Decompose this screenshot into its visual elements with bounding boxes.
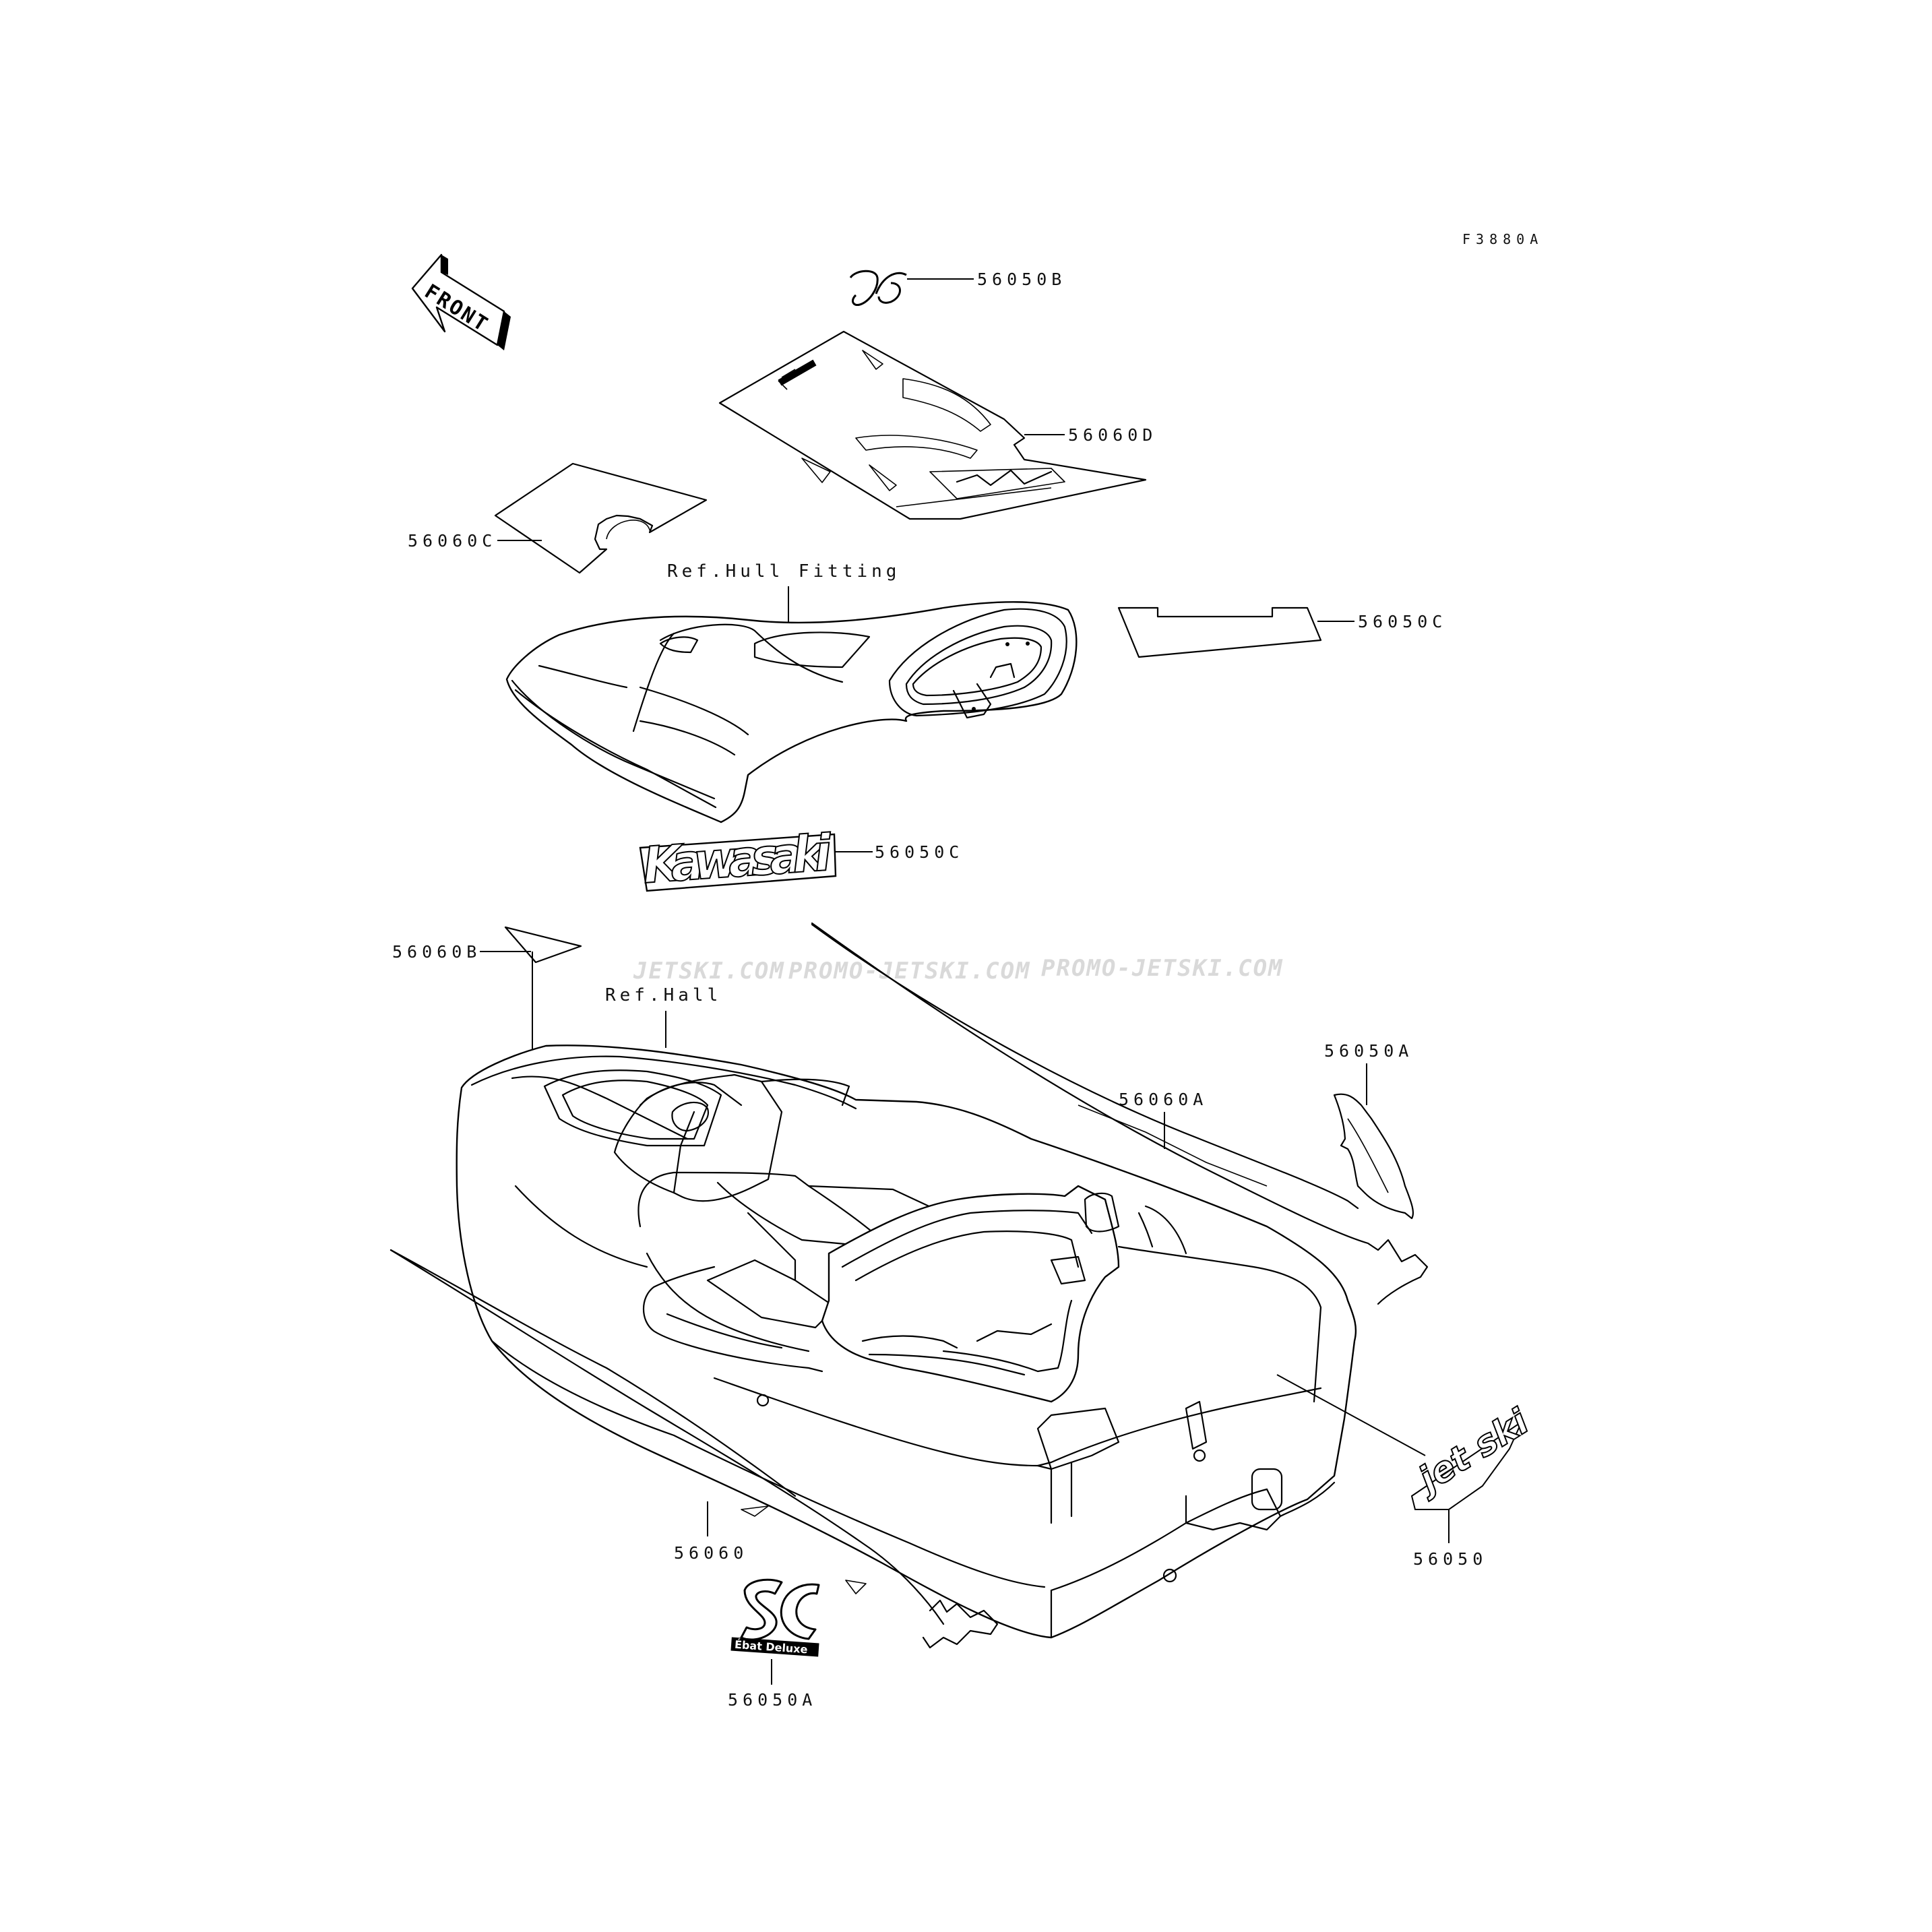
part-label-56050B[interactable]: 56050B (977, 270, 1066, 289)
part-label-56050A-upper[interactable]: 56050A (1324, 1041, 1413, 1061)
front-arrow-icon: FRONT (411, 253, 511, 350)
hull-body (456, 1045, 1357, 1639)
lid-decal-56060C[interactable] (494, 462, 708, 574)
part-label-56060D[interactable]: 56060D (1068, 425, 1157, 445)
part-label-56050A-lower[interactable]: 56050A (728, 1690, 817, 1710)
figure-code: F3880A (1462, 231, 1543, 247)
ds-emblem-decal[interactable]: DS (849, 270, 907, 307)
watermark-2: PROMO-JETSKI.COM (788, 958, 1031, 985)
side-stripe-56060[interactable] (389, 1249, 999, 1649)
part-label-56060[interactable]: 56060 (674, 1543, 748, 1563)
kawasaki-logo-text: Kawasaki (641, 824, 834, 895)
small-decal-56050A[interactable] (1333, 1093, 1414, 1220)
side-stripe-56060A[interactable] (811, 922, 1429, 1305)
kawasaki-logo-decal[interactable]: Kawasaki (639, 823, 837, 896)
part-label-56060B[interactable]: 56060B (392, 942, 481, 962)
watermarks: JETSKI.COM PROMO-JETSKI.COM PROMO-JETSKI… (633, 955, 1284, 985)
watermark-3: PROMO-JETSKI.COM (1041, 955, 1284, 982)
part-label-56050[interactable]: 56050 (1413, 1549, 1487, 1569)
part-label-56050C-kawasaki[interactable]: 56050C (875, 842, 964, 862)
part-label-56060C[interactable]: 56060C (408, 531, 497, 551)
leader-56050-to-hull (1276, 1374, 1426, 1456)
triangle-decal-56060B[interactable] (504, 926, 582, 964)
watermark-1: JETSKI.COM (633, 958, 785, 985)
part-label-56060A[interactable]: 56060A (1119, 1090, 1208, 1109)
part-label-56050C-right[interactable]: 56050C (1358, 612, 1447, 631)
panel-decal-56050C[interactable] (1117, 606, 1322, 658)
engine-cover-decal-56060D[interactable] (718, 330, 1147, 520)
jetski-logo-decal[interactable]: jet ski (1407, 1400, 1537, 1510)
hull-fitting-cover (505, 601, 1078, 823)
sc-emblem-sub: Ébat Deluxe (734, 1638, 808, 1656)
ref-hull-fitting-label: Ref.Hull Fitting (667, 561, 900, 582)
sc-emblem-decal[interactable]: Ébat Deluxe SC (730, 1578, 820, 1657)
ref-hull-label: Ref.Hall (605, 985, 722, 1005)
